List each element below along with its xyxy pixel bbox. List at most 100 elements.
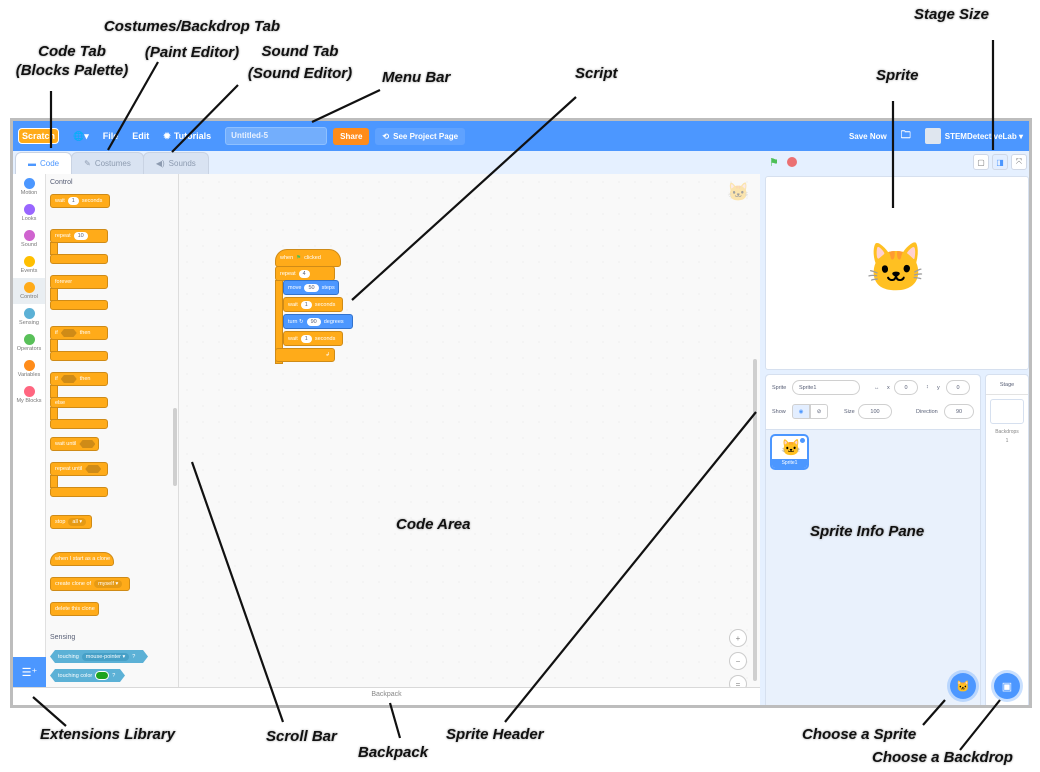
block-text: then <box>79 376 91 382</box>
block-text: repeat until <box>55 466 83 472</box>
delete-sprite-button[interactable] <box>799 437 806 444</box>
green-flag-button[interactable]: ⚑ <box>769 157 779 169</box>
extensions-library-button[interactable]: ☰⁺ <box>13 657 46 687</box>
block-forever[interactable]: forever <box>50 275 108 289</box>
file-menu[interactable]: File <box>102 131 119 141</box>
block-text: else <box>55 399 66 406</box>
x-position-input[interactable]: 0 <box>894 380 918 395</box>
category-motion[interactable]: Motion <box>13 174 45 200</box>
language-menu[interactable]: 🌐▾ <box>73 130 89 141</box>
show-visible-button[interactable]: ◉ <box>792 404 810 419</box>
category-sound[interactable]: Sound <box>13 226 45 252</box>
block-input[interactable]: 50 <box>304 283 319 292</box>
block-input[interactable]: 4 <box>298 269 310 278</box>
my-stuff-folder-icon[interactable]: 🗀 <box>900 129 911 141</box>
sprite-thumbnail[interactable]: 🐱 Sprite1 <box>770 434 809 470</box>
palette-heading-control: Control <box>50 179 73 186</box>
block-wait-until[interactable]: wait until <box>50 437 99 451</box>
block-dropdown[interactable]: mouse-pointer ▾ <box>82 653 129 661</box>
block-text: seconds <box>314 335 336 342</box>
scratch-logo[interactable]: Scratch <box>18 128 60 144</box>
choose-backdrop-button[interactable]: ▣ <box>994 673 1020 699</box>
tab-label: Sounds <box>168 159 196 168</box>
block-input[interactable]: 1 <box>300 334 312 343</box>
tab-costumes[interactable]: ✎Costumes <box>71 152 144 174</box>
small-stage-button[interactable]: ▢ <box>973 154 989 170</box>
tab-sounds[interactable]: ◀)Sounds <box>142 152 209 174</box>
stop-button[interactable] <box>787 157 797 167</box>
avatar[interactable] <box>924 128 941 144</box>
choose-sprite-button[interactable]: 🐱 <box>950 673 976 699</box>
category-events[interactable]: Events <box>13 252 45 278</box>
code-area-scrollbar[interactable] <box>753 359 757 681</box>
zoom-in-button[interactable]: + <box>729 629 747 647</box>
account-menu[interactable]: STEMDetectiveLab ▾ <box>944 131 1023 141</box>
save-now-button[interactable]: Save Now <box>848 131 887 141</box>
boolean-slot <box>60 375 77 383</box>
block-touching-color[interactable]: touching color? <box>50 669 125 682</box>
tutorials-button[interactable]: ✹Tutorials <box>163 131 211 142</box>
category-operators[interactable]: Operators <box>13 330 45 356</box>
annotation-code-tab: Code Tab(Blocks Palette) <box>12 42 132 80</box>
category-dot-icon <box>23 308 35 319</box>
fullscreen-button[interactable]: ⤧ <box>1011 154 1027 170</box>
category-label: Sensing <box>19 320 39 326</box>
block-dropdown[interactable]: all ▾ <box>68 518 87 526</box>
annotation-choose-backdrop: Choose a Backdrop <box>872 749 1013 766</box>
show-hidden-button[interactable]: ⊘ <box>810 404 828 419</box>
category-label: Events <box>20 268 38 274</box>
size-input[interactable]: 100 <box>858 404 892 419</box>
block-else: else <box>50 397 108 408</box>
category-dot-icon <box>23 282 35 293</box>
tab-code[interactable]: ▬Code <box>15 152 73 174</box>
y-label: y <box>937 385 940 391</box>
script-when-flag-clicked[interactable]: when⚑clicked <box>275 249 341 267</box>
y-position-input[interactable]: 0 <box>946 380 970 395</box>
category-variables[interactable]: Variables <box>13 356 45 382</box>
backpack[interactable]: Backpack <box>13 687 760 705</box>
stage-thumbnail[interactable] <box>990 399 1024 424</box>
block-input[interactable]: 1 <box>300 300 312 309</box>
block-delete-clone[interactable]: delete this clone <box>50 602 99 616</box>
stage[interactable]: 🐱 <box>765 176 1029 370</box>
palette-scrollbar[interactable] <box>173 408 177 486</box>
color-swatch[interactable] <box>95 671 109 680</box>
block-dropdown[interactable]: myself ▾ <box>94 580 123 588</box>
category-sensing[interactable]: Sensing <box>13 304 45 330</box>
category-my-blocks[interactable]: My Blocks <box>13 382 45 408</box>
block-repeat-until[interactable]: repeat until <box>50 462 108 476</box>
sprite-cat[interactable]: 🐱 <box>866 242 926 295</box>
boolean-slot <box>79 440 96 448</box>
project-title-input[interactable]: Untitled-5 <box>225 127 328 145</box>
sprite-name-label: Sprite <box>772 385 787 391</box>
sprite-info-pane: Sprite Sprite1 ↔ x 0 ↕ y 0 Show ◉ ⊘ Size… <box>765 374 981 705</box>
sprite-name-input[interactable]: Sprite1 <box>792 380 860 395</box>
block-when-clone[interactable]: when I start as a clone <box>50 552 114 566</box>
share-button[interactable]: Share <box>333 127 370 145</box>
direction-input[interactable]: 90 <box>944 404 974 419</box>
block-input[interactable]: 1 <box>67 197 79 205</box>
edit-menu[interactable]: Edit <box>132 131 150 141</box>
normal-stage-button[interactable]: ◨ <box>992 154 1008 170</box>
block-input[interactable]: 90 <box>306 317 321 326</box>
block-input[interactable]: 10 <box>73 232 88 240</box>
category-control[interactable]: Control <box>13 278 45 304</box>
category-looks[interactable]: Looks <box>13 200 45 226</box>
see-project-page-button[interactable]: ⟲See Project Page <box>375 127 466 145</box>
zoom-out-button[interactable]: − <box>729 652 747 670</box>
